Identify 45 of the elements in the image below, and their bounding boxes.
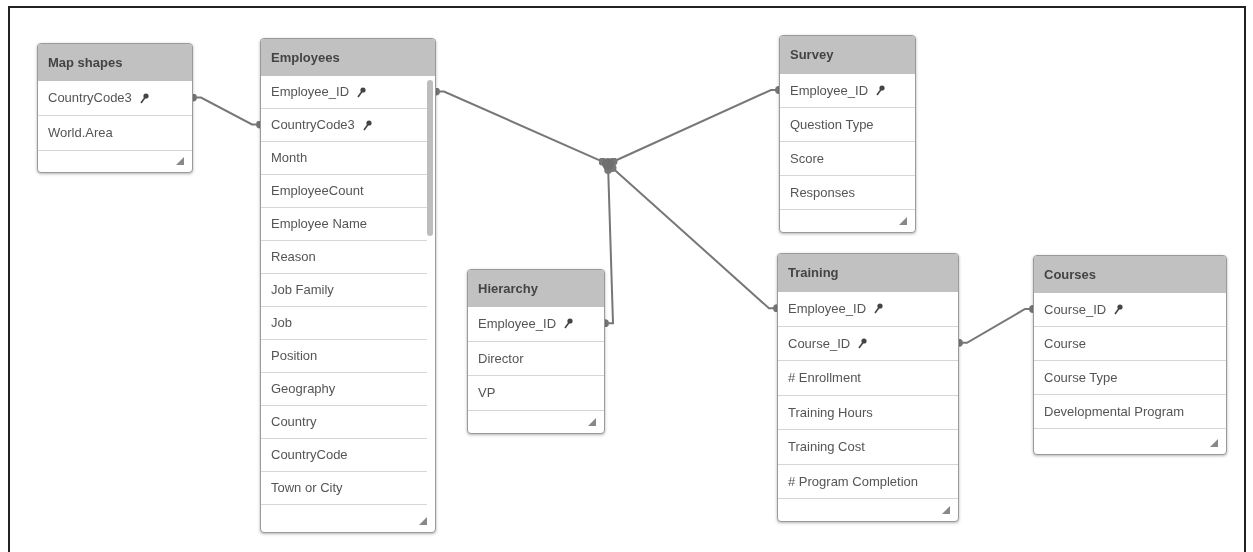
- table-card: [467, 269, 605, 434]
- table-header: Training: [778, 254, 958, 292]
- field-name: # Program Completion: [788, 472, 919, 491]
- field-name: Employee_ID: [790, 81, 869, 100]
- field-name: Training Hours: [788, 403, 873, 422]
- field-name: Score: [790, 149, 824, 168]
- field-name: # Enrollment: [788, 369, 861, 387]
- field-name: Position: [271, 347, 318, 366]
- field-name: Month: [271, 149, 308, 168]
- field-name: Course: [1044, 334, 1086, 353]
- field-name: Course_ID: [1044, 300, 1107, 319]
- field-name: Developmental Program: [1044, 402, 1185, 421]
- table-card: [37, 43, 193, 173]
- field-name: Employee_ID: [788, 300, 867, 318]
- field-name: World.Area: [48, 124, 113, 143]
- table-card: [1033, 255, 1227, 455]
- field-name: CountryCode3: [271, 116, 355, 135]
- field-name: Question Type: [790, 115, 874, 134]
- field-name: EmployeeCount: [271, 182, 364, 201]
- field-name: VP: [478, 384, 496, 402]
- table-header: Courses: [1034, 256, 1226, 293]
- field-name: Responses: [790, 183, 856, 202]
- field-name: Geography: [271, 380, 336, 399]
- field-name: Employee Name: [271, 215, 368, 234]
- table-header: Employees: [261, 39, 435, 76]
- table-card: [779, 35, 916, 233]
- field-name: Employee_ID: [478, 315, 557, 333]
- field-name: Course Type: [1044, 368, 1118, 387]
- field-name: Course_ID: [788, 334, 851, 353]
- field-name: CountryCode3: [48, 89, 132, 108]
- field-name: Job Family: [271, 281, 334, 300]
- table-header: Survey: [780, 36, 915, 74]
- field-name: Country: [271, 413, 317, 432]
- table-card: [777, 253, 959, 522]
- field-name: Job: [271, 314, 292, 333]
- table-header: Hierarchy: [468, 270, 604, 307]
- field-name: Reason: [271, 248, 316, 267]
- field-name: Town or City: [271, 479, 343, 498]
- field-name: CountryCode: [271, 446, 348, 465]
- association-line: [601, 166, 615, 328]
- table-card: [260, 38, 436, 533]
- table-header: Map shapes: [38, 44, 192, 81]
- field-name: Training Cost: [788, 438, 865, 456]
- field-name: Employee_ID: [271, 83, 350, 102]
- field-name: Director: [478, 349, 524, 368]
